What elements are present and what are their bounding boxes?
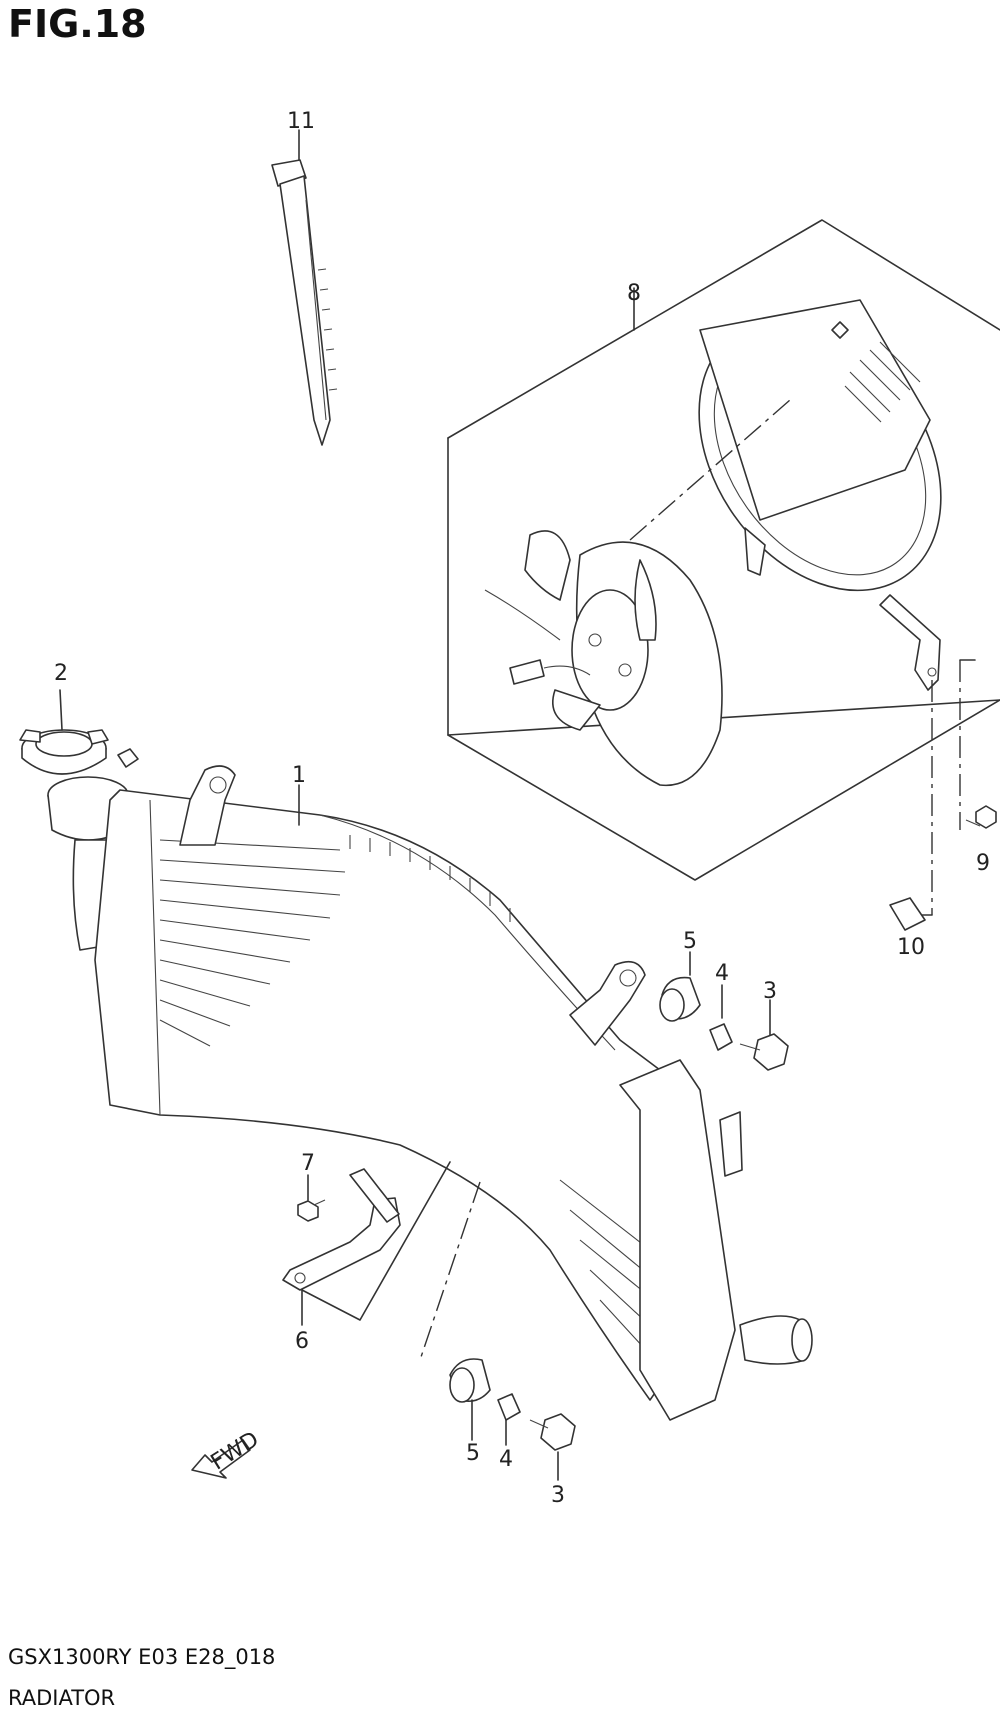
screw-9-part [965,805,997,829]
radiator-cap-part [19,729,109,775]
fan-motor-part [484,530,723,787]
callout-4-lower: 4 [499,1447,513,1472]
model-code: GSX1300RY E03 E28_018 [8,1645,276,1669]
callout-6: 6 [295,1329,309,1354]
callout-5-lower: 5 [466,1441,480,1466]
fan-shroud-part [698,299,942,691]
callout-3-upper: 3 [763,979,777,1004]
callout-5-upper: 5 [683,929,697,954]
figure-title: FIG.18 [8,2,147,46]
callout-4-upper: 4 [715,961,729,986]
part-name: RADIATOR [8,1686,116,1710]
lower-mount-hardware [449,1358,576,1451]
callout-3-lower: 3 [551,1483,565,1508]
callout-11: 11 [287,109,315,134]
fwd-label: FWD [207,1427,264,1475]
nut-10-part [889,897,926,931]
bolt-7-part [297,1199,326,1222]
lower-bracket-part [282,1168,401,1291]
radiator-body-part [47,748,813,1421]
fan-assembly-frame [447,219,1000,881]
fwd-direction-arrow: FWD [191,1427,264,1479]
callout-7: 7 [301,1151,315,1176]
callout-10: 10 [897,935,925,960]
callout-9: 9 [976,851,990,876]
callout-8: 8 [627,281,641,306]
cable-tie-part [271,159,338,446]
callout-1: 1 [292,763,306,788]
upper-mount-hardware [659,976,789,1071]
callout-2: 2 [54,661,68,686]
